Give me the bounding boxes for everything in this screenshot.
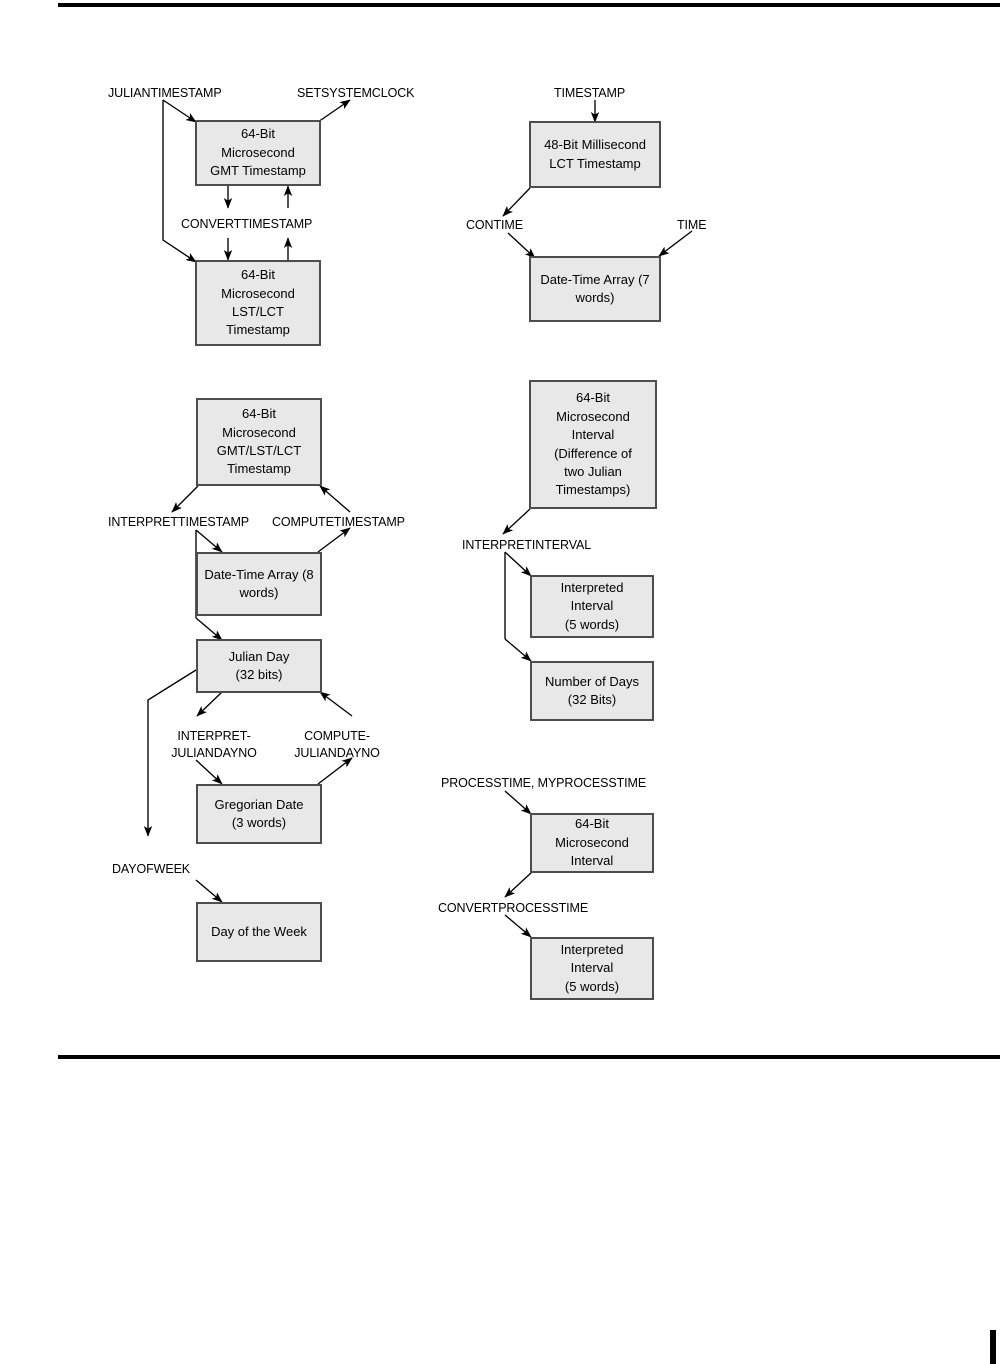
label-time: TIME	[677, 218, 707, 232]
label-setsystemclock: SETSYSTEMCLOCK	[297, 86, 415, 100]
node-date-time-array-7-label: Date-Time Array (7 words)	[540, 271, 650, 305]
label-convertprocesstime: CONVERTPROCESSTIME	[438, 901, 589, 915]
node-microsecond-interval: 64-Bit Microsecond Interval	[530, 813, 654, 873]
node-gregorian-date-label: Gregorian Date (3 words)	[214, 796, 304, 830]
label-processtime-myprocesstime: PROCESSTIME, MYPROCESSTIME	[441, 776, 647, 790]
label-dayofweek: DAYOFWEEK	[112, 862, 191, 876]
node-lst-lct-timestamp: 64-Bit Microsecond LST/LCT Timestamp	[195, 260, 321, 346]
node-julian-day: Julian Day (32 bits)	[196, 639, 322, 693]
label-juliantimestamp: JULIANTIMESTAMP	[108, 86, 222, 100]
label-interprettimestamp: INTERPRETTIMESTAMP	[108, 515, 250, 529]
node-gmt-lst-lct-timestamp-label: 64-Bit Microsecond GMT/LST/LCT Timestamp	[216, 406, 302, 477]
bottom-horizontal-rule	[58, 1055, 1000, 1059]
node-interpreted-interval-process-label: Interpreted Interval (5 words)	[560, 941, 624, 994]
label-converttimestamp: CONVERTTIMESTAMP	[181, 217, 313, 231]
node-date-time-array-7: Date-Time Array (7 words)	[529, 256, 661, 322]
node-date-time-array-8-label: Date-Time Array (8 words)	[204, 566, 314, 600]
node-lct-millisecond-timestamp: 48-Bit Millisecond LCT Timestamp	[529, 121, 661, 188]
top-horizontal-rule	[58, 3, 1000, 7]
node-gregorian-date: Gregorian Date (3 words)	[196, 784, 322, 844]
page-edge-mark	[990, 1330, 996, 1364]
node-interpreted-interval-process: Interpreted Interval (5 words)	[530, 937, 654, 1000]
node-microsecond-interval-label: 64-Bit Microsecond Interval	[555, 816, 629, 869]
label-timestamp: TIMESTAMP	[554, 86, 626, 100]
node-day-of-the-week-label: Day of the Week	[211, 923, 307, 939]
label-interpretinterval: INTERPRETINTERVAL	[462, 538, 592, 552]
node-gmt-timestamp: 64-Bit Microsecond GMT Timestamp	[195, 120, 321, 186]
node-interpreted-interval-5-label: Interpreted Interval (5 words)	[560, 579, 624, 632]
node-gmt-lst-lct-timestamp: 64-Bit Microsecond GMT/LST/LCT Timestamp	[196, 398, 322, 486]
node-microsecond-interval-difference-label: 64-Bit Microsecond Interval (Difference …	[554, 390, 632, 498]
node-date-time-array-8: Date-Time Array (8 words)	[196, 552, 322, 616]
label-contime: CONTIME	[466, 218, 523, 232]
label-compute-juliandayno: COMPUTE- JULIANDAYNO	[294, 729, 380, 760]
node-lst-lct-timestamp-label: 64-Bit Microsecond LST/LCT Timestamp	[221, 267, 295, 338]
node-julian-day-label: Julian Day (32 bits)	[228, 648, 290, 682]
label-computetimestamp: COMPUTETIMESTAMP	[272, 515, 405, 529]
node-gmt-timestamp-label: 64-Bit Microsecond GMT Timestamp	[210, 126, 306, 179]
node-interpreted-interval-5: Interpreted Interval (5 words)	[530, 575, 654, 638]
node-number-of-days-label: Number of Days (32 Bits)	[545, 673, 639, 707]
label-interpret-juliandayno: INTERPRET- JULIANDAYNO	[171, 729, 257, 760]
node-lct-millisecond-timestamp-label: 48-Bit Millisecond LCT Timestamp	[544, 137, 646, 171]
node-number-of-days: Number of Days (32 Bits)	[530, 661, 654, 721]
node-day-of-the-week: Day of the Week	[196, 902, 322, 962]
node-microsecond-interval-difference: 64-Bit Microsecond Interval (Difference …	[529, 380, 657, 509]
